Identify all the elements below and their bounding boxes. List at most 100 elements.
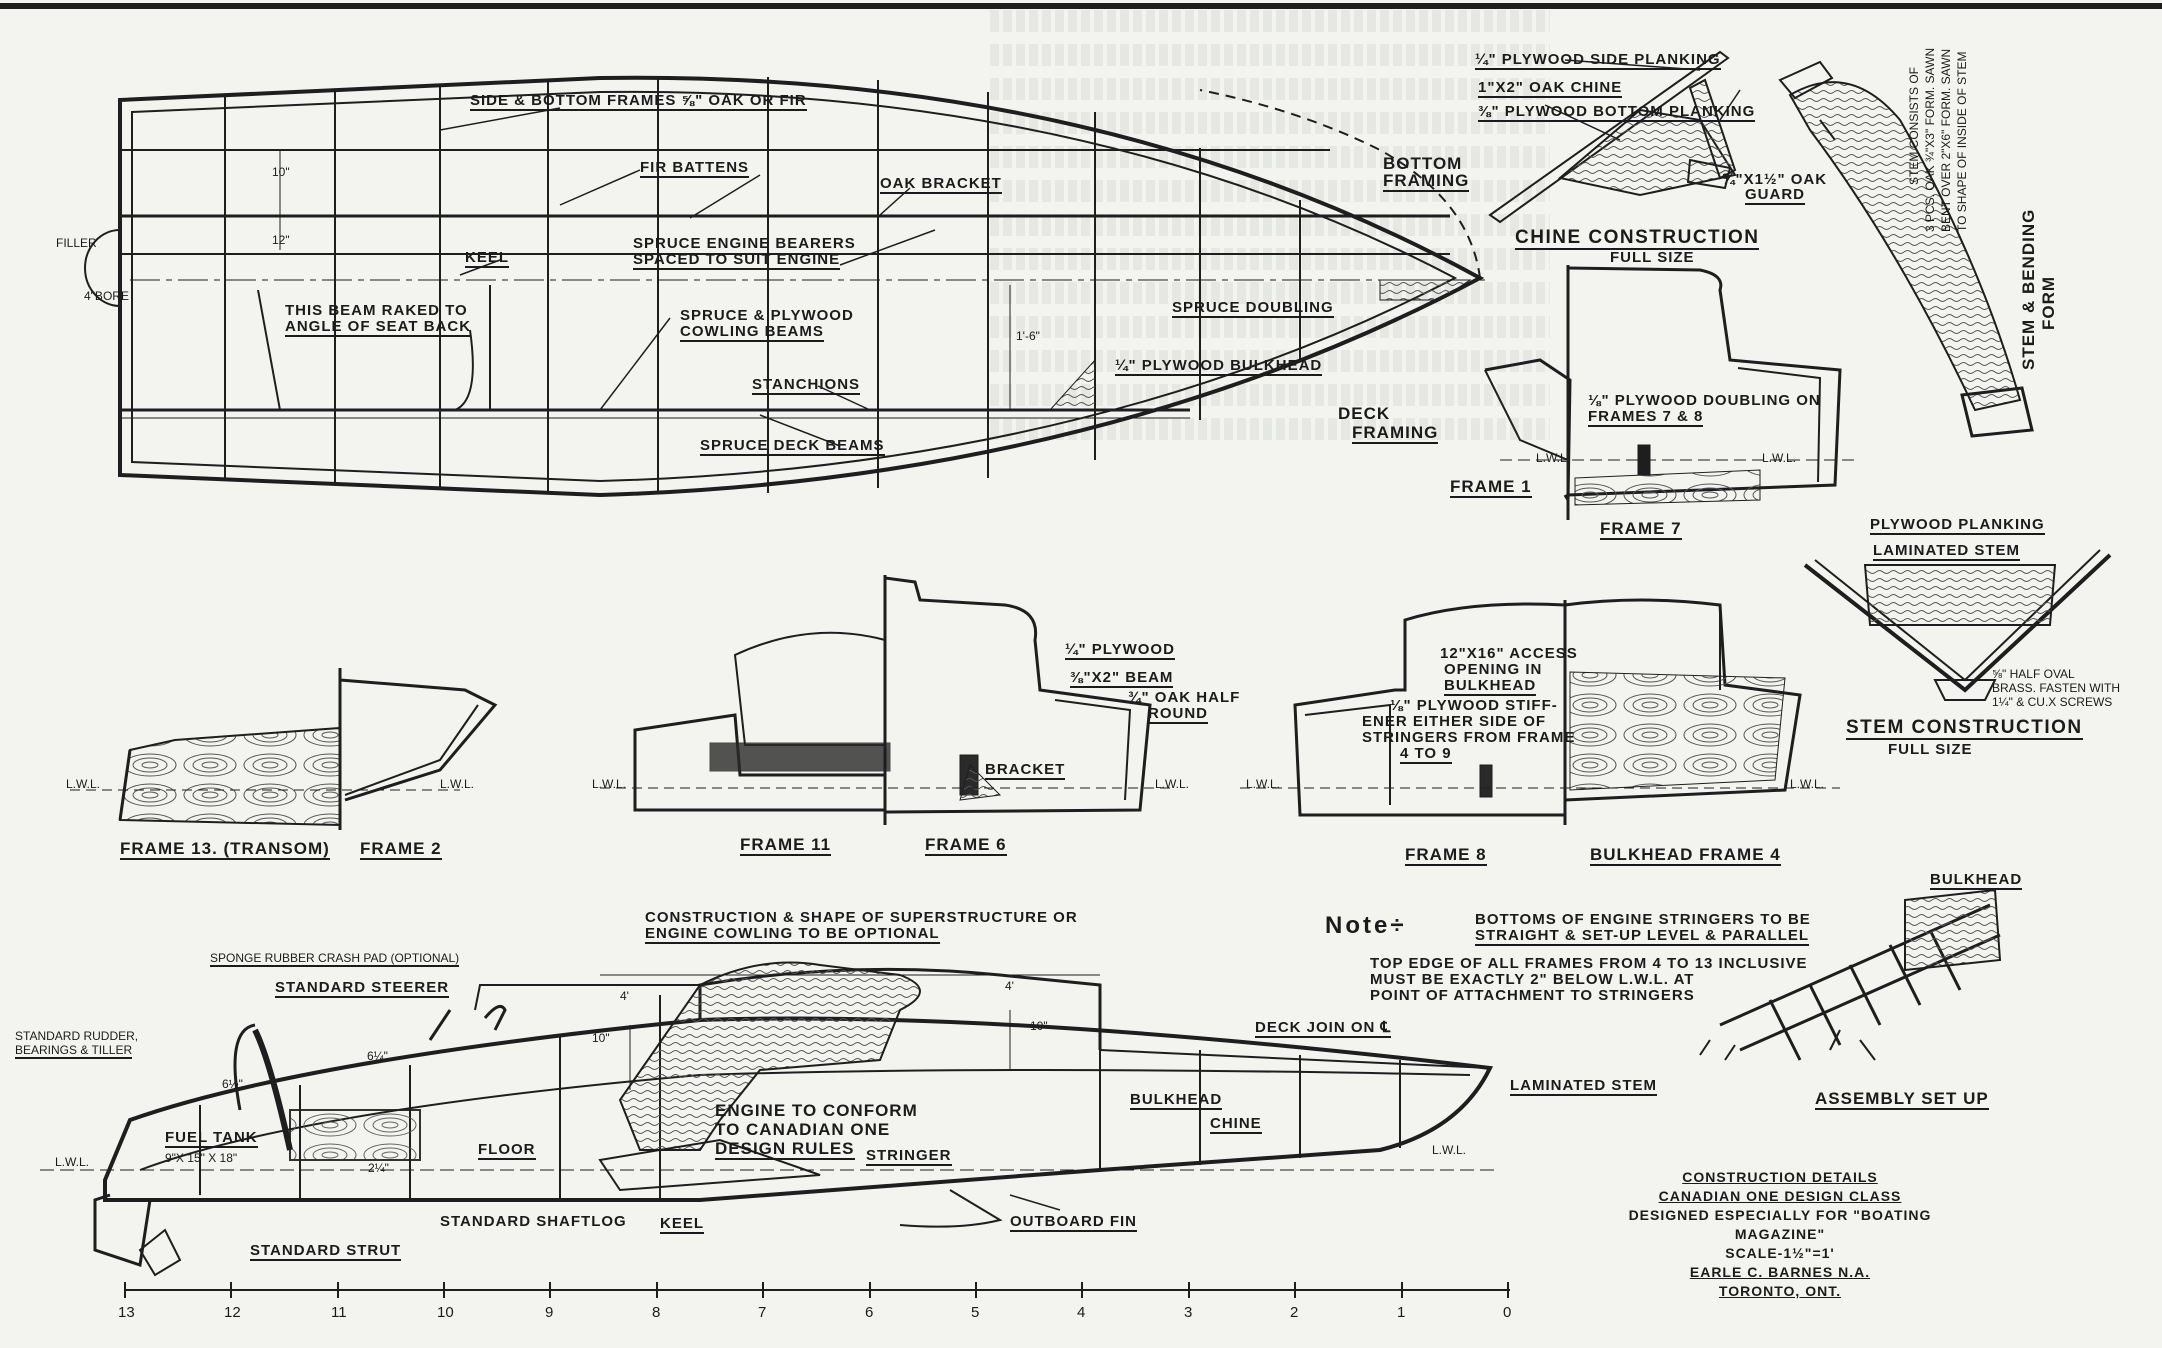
label-cowling-beams-1: Spruce & Plywood (680, 307, 854, 324)
label-stiff-3: Stringers From Frame (1362, 729, 1576, 746)
label-dim-4b: 4' (1005, 979, 1014, 993)
note-label: Note÷ (1325, 912, 1407, 939)
label-frame-2: Frame 2 (360, 839, 442, 860)
label-lwl-frame-1: L.W.L. (1536, 451, 1571, 465)
label-oak-half-round-2: Round (1148, 705, 1208, 724)
scale-tick-12: 12 (224, 1304, 241, 1321)
label-frame-7: Frame 7 (1600, 519, 1682, 540)
scale-tick-13: 13 (118, 1304, 135, 1321)
frame-11-frame-6-section (600, 575, 1170, 825)
label-deck-join: Deck Join On ℄ (1255, 1019, 1392, 1038)
label-access-3: Bulkhead (1444, 677, 1537, 696)
label-assembly-bulkhead: Bulkhead (1930, 871, 2023, 890)
label-plywood-doubling-2: Frames 7 & 8 (1588, 408, 1704, 427)
label-beam-raked-2: Angle Of Seat Back (285, 318, 472, 337)
title-block: Construction Details Canadian One Design… (1600, 1168, 1960, 1301)
label-crash-pad: Sponge Rubber Crash Pad (Optional) (210, 951, 460, 967)
label-stem-note-1: Stem Consists Of (1907, 66, 1921, 185)
title-line-1: Construction Details (1682, 1169, 1878, 1185)
label-stiff-2: Ener Either Side Of (1362, 713, 1547, 730)
label-plywood-bottom-planking: ⅜" Plywood Bottom Planking (1478, 103, 1756, 122)
label-bulkhead-frame-4: Bulkhead Frame 4 (1590, 845, 1781, 866)
label-filler-dim: 4"Bore (84, 289, 129, 303)
frame-1-7-section (1484, 265, 1860, 520)
note-stringers-2: Straight & Set-Up Level & Parallel (1475, 927, 1810, 946)
label-plywood-bulkhead: ¼" Plywood Bulkhead (1115, 357, 1323, 376)
label-dim-4a: 4' (620, 989, 629, 1003)
label-fir-battens: Fir Battens (640, 159, 750, 178)
label-lwl-frame-11: L.W.L. (592, 777, 627, 791)
note-stringers-1: Bottoms Of Engine Stringers To Be (1475, 911, 1811, 928)
label-lwl-frame-7: L.W.L. (1762, 451, 1797, 465)
label-plywood-doubling-1: ⅛" Plywood Doubling On (1588, 392, 1821, 409)
label-access-1: 12"x16" Access (1440, 645, 1578, 662)
label-oak-chine: 1"x2" Oak Chine (1478, 79, 1623, 98)
profile-view (40, 961, 1500, 1277)
stem-bending-form-title-2: Form (2039, 275, 2058, 330)
scale-tick-5: 5 (971, 1304, 980, 1321)
title-line-4: Scale-1½"=1' (1725, 1245, 1835, 1261)
note-construction-shape-2: Engine Cowling To Be Optional (645, 925, 940, 944)
assembly-set-up-sketch (1699, 888, 2002, 1061)
label-frame-11: Frame 11 (740, 835, 832, 856)
label-half-oval-2: Brass. Fasten With (1992, 681, 2121, 695)
label-standard-strut: Standard Strut (250, 1242, 402, 1261)
label-engine-2: To Canadian One (715, 1120, 891, 1139)
label-spruce-engine-bearers: Spruce Engine Bearers (633, 235, 856, 252)
title-line-3: Designed Especially For "Boating Magazin… (1628, 1207, 1932, 1242)
stem-bending-form (1778, 60, 2034, 438)
chine-construction-detail (1488, 50, 1737, 224)
label-lwl-bulkhead: L.W.L. (1790, 777, 1825, 791)
label-fuel-tank-2: 9"x 15" x 18" (165, 1151, 238, 1165)
label-lwl-profile-fwd: L.W.L. (1432, 1143, 1467, 1157)
label-stiff-1: ⅛" Plywood Stiff- (1390, 697, 1558, 714)
label-deck-framing-1: Deck (1338, 404, 1391, 423)
frame-13-frame-2-section (70, 668, 498, 830)
scale-tick-3: 3 (1184, 1304, 1193, 1321)
label-floor: Floor (478, 1141, 536, 1160)
label-profile-bulkhead: Bulkhead (1130, 1091, 1223, 1110)
label-engine-1: Engine To Conform (715, 1101, 918, 1120)
label-bottom-framing-1: Bottom (1383, 154, 1463, 173)
stem-bending-form-title-1: Stem & Bending (2019, 208, 2038, 370)
label-spruce-deck-beams: Spruce Deck Beams (700, 437, 885, 456)
label-outboard-fin: Outboard Fin (1010, 1213, 1137, 1232)
label-standard-shaftlog: Standard Shaftlog (440, 1213, 627, 1230)
label-stanchions: Stanchions (752, 376, 861, 395)
label-frame-1: Frame 1 (1450, 477, 1532, 498)
scale-tick-7: 7 (758, 1304, 767, 1321)
label-lwl-frame-2: L.W.L. (440, 777, 475, 791)
label-frame-13: Frame 13. (Transom) (120, 839, 330, 860)
label-side-bottom-frames: Side & Bottom Frames ⅝" Oak Or Fir (470, 92, 807, 111)
label-bottom-framing-2: Framing (1383, 171, 1470, 192)
assembly-set-up-title: Assembly Set Up (1815, 1089, 1989, 1110)
label-frame-8: Frame 8 (1405, 845, 1487, 866)
label-stem-note-2: 3 Pcs. Oak ¾"x3" Form. Sawn (1923, 47, 1937, 232)
label-lwl-frame-6: L.W.L. (1155, 777, 1190, 791)
label-dim-24: 2¼" (368, 1161, 389, 1175)
label-stringer: Stringer (866, 1147, 952, 1166)
label-rudder-2: Bearings & Tiller (15, 1043, 133, 1059)
label-access-2: Opening In (1444, 661, 1543, 678)
frame-8-bulkhead-4-section (1240, 598, 1840, 825)
label-chine: Chine (1210, 1115, 1262, 1134)
label-plywood: ¼" Plywood (1065, 641, 1175, 660)
label-oak-bracket: Oak Bracket (880, 175, 1002, 194)
chine-construction-subtitle: Full Size (1610, 249, 1695, 266)
label-oak-half-round-1: ¾" Oak Half (1128, 689, 1241, 706)
label-dim-1-6: 1'-6" (1016, 329, 1040, 343)
label-frame-6: Frame 6 (925, 835, 1007, 856)
scale-tick-9: 9 (545, 1304, 554, 1321)
label-stem-note-4: To Shape Of Inside Of Stem (1955, 51, 1969, 232)
label-filler: Filler (56, 236, 97, 250)
label-spruce-doubling: Spruce Doubling (1172, 299, 1334, 318)
label-laminated-stem-profile: Laminated Stem (1510, 1077, 1658, 1096)
scale-tick-6: 6 (865, 1304, 874, 1321)
note-top-edge-1: Top Edge Of All Frames From 4 To 13 Incl… (1370, 955, 1808, 972)
label-cowling-beams-2: Cowling Beams (680, 323, 824, 342)
label-dim-10b: 10" (1030, 1019, 1048, 1033)
label-fuel-tank-1: Fuel Tank (165, 1129, 258, 1148)
stem-construction-title: Stem Construction (1846, 717, 2083, 740)
note-top-edge-3: Point Of Attachment To Stringers (1370, 987, 1695, 1004)
label-rudder-1: Standard Rudder, (15, 1029, 139, 1043)
